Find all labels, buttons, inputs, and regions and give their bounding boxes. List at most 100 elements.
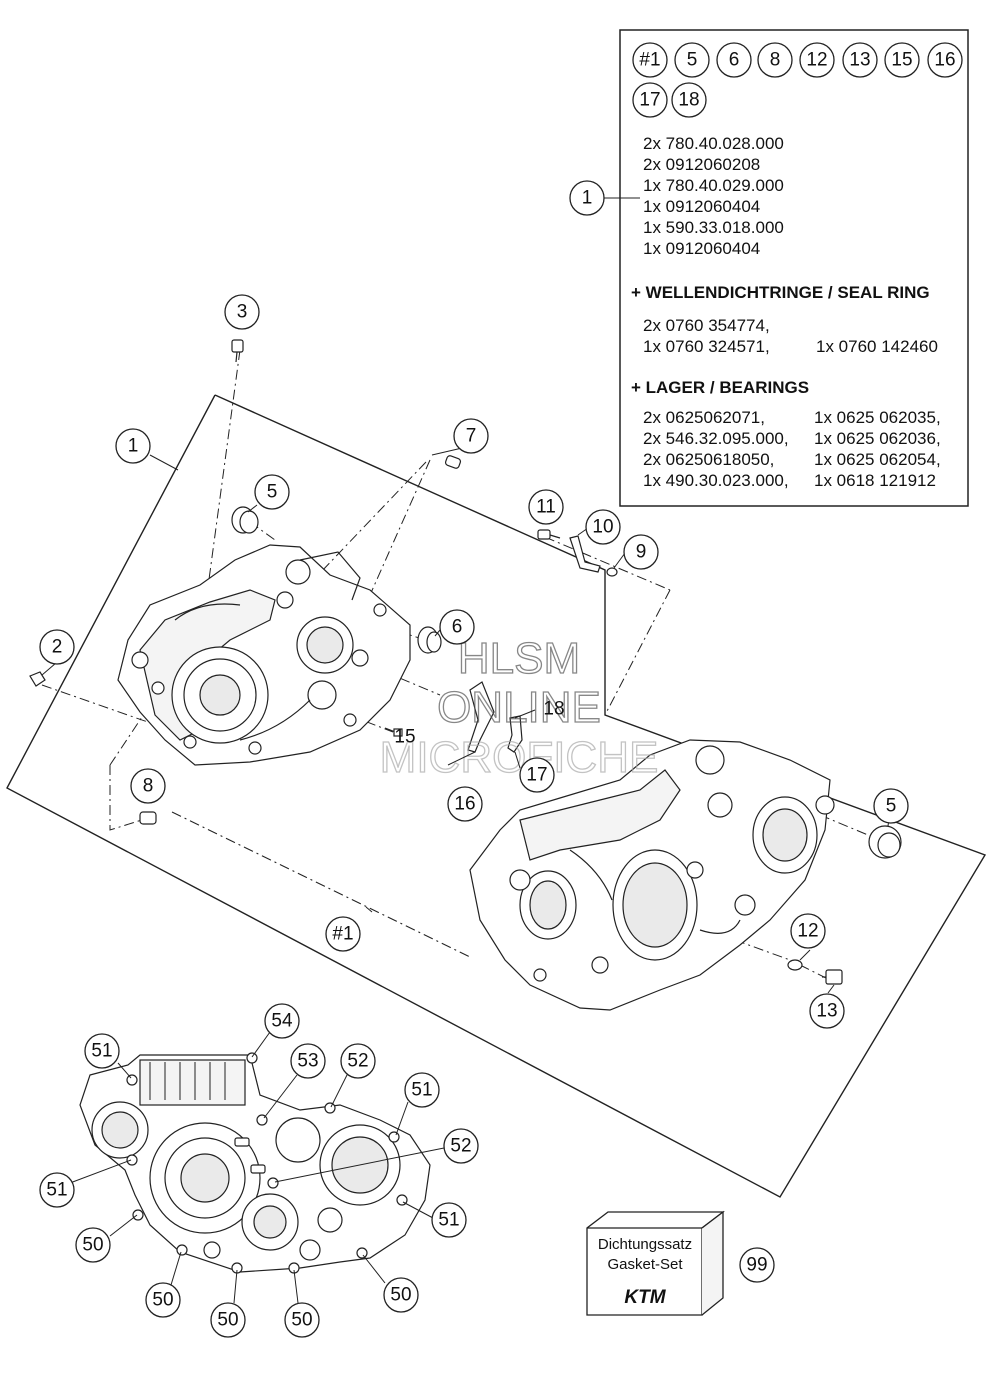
set-marker[interactable]: 16: [927, 42, 963, 78]
set-marker[interactable]: 12: [799, 42, 835, 78]
svg-text:50: 50: [390, 1285, 411, 1306]
callout-8[interactable]: 8: [130, 768, 166, 804]
svg-text:16: 16: [934, 50, 955, 71]
callout-10[interactable]: 10: [585, 509, 621, 545]
set-marker[interactable]: 5: [674, 42, 710, 78]
set-marker[interactable]: 8: [757, 42, 793, 78]
callout-13[interactable]: 13: [809, 993, 845, 1029]
seal-ring-item: 2x 0760 354774,: [643, 316, 770, 335]
small-parts: [29, 339, 902, 985]
svg-text:10: 10: [592, 517, 613, 538]
callout-17[interactable]: 17: [519, 757, 555, 793]
svg-text:6: 6: [452, 617, 463, 638]
set-marker[interactable]: 17: [632, 82, 668, 118]
svg-text:50: 50: [82, 1235, 103, 1256]
callout-5-left[interactable]: 5: [254, 474, 290, 510]
callout-1-box[interactable]: 1: [569, 180, 605, 216]
bearing-part-6: [417, 626, 442, 654]
svg-text:11: 11: [536, 497, 556, 518]
screw-part-3: [231, 339, 244, 363]
callout-9[interactable]: 9: [623, 534, 659, 570]
bearing-item: 1x 0625 062036,: [814, 429, 941, 448]
callout-52-top[interactable]: 52: [340, 1043, 376, 1079]
callout-3[interactable]: 3: [224, 294, 260, 330]
svg-text:50: 50: [217, 1310, 238, 1331]
pipe-part-16: [467, 681, 495, 753]
parts-list-item: 2x 0912060208: [643, 155, 760, 174]
watermark-line-2: ONLINE: [437, 683, 601, 732]
watermark-line-1: HLSM: [458, 634, 580, 683]
callout-15[interactable]: 15: [388, 720, 422, 754]
watermark-line-3: MICROFICHE: [380, 733, 659, 782]
callouts: 3 1 7 5 2 6 11 10 9 18 15 17 16 8 5 12 1…: [39, 294, 909, 1338]
callout-set-1[interactable]: #1: [325, 916, 361, 952]
parts-list-item: 1x 0912060404: [643, 239, 760, 258]
svg-text:15: 15: [891, 50, 912, 71]
bearings-heading: + LAGER / BEARINGS: [631, 378, 809, 397]
screw-part-15: [384, 727, 403, 737]
bolt-heads: [126, 1052, 408, 1274]
set-marker[interactable]: 6: [716, 42, 752, 78]
set-marker[interactable]: #1: [632, 42, 668, 78]
callout-16[interactable]: 16: [447, 786, 483, 822]
callout-51-right[interactable]: 51: [431, 1202, 467, 1238]
svg-text:3: 3: [237, 302, 248, 323]
svg-text:9: 9: [636, 542, 647, 563]
callout-50-bottom-4[interactable]: 50: [383, 1277, 419, 1313]
svg-text:8: 8: [770, 50, 781, 71]
parts-list: 2x 780.40.028.000 2x 0912060208 1x 780.4…: [643, 134, 784, 258]
callout-2[interactable]: 2: [39, 629, 75, 665]
callout-52-right[interactable]: 52: [443, 1128, 479, 1164]
svg-text:5: 5: [267, 482, 278, 503]
callout-51-top-right[interactable]: 51: [404, 1072, 440, 1108]
callout-99[interactable]: 99: [739, 1247, 775, 1283]
callout-11[interactable]: 11: [528, 489, 564, 525]
callout-50-bottom-1[interactable]: 50: [145, 1282, 181, 1318]
set-marker[interactable]: 18: [671, 82, 707, 118]
callout-5-right[interactable]: 5: [873, 788, 909, 824]
bearing-item: 1x 490.30.023.000,: [643, 471, 789, 490]
parts-list-item: 1x 590.33.018.000: [643, 218, 784, 237]
svg-text:6: 6: [729, 50, 740, 71]
svg-text:16: 16: [454, 794, 475, 815]
svg-text:51: 51: [411, 1080, 432, 1101]
parts-list-item: 1x 0912060404: [643, 197, 760, 216]
callout-7[interactable]: 7: [453, 418, 489, 454]
set-marker[interactable]: 13: [842, 42, 878, 78]
callout-1[interactable]: 1: [115, 428, 151, 464]
svg-text:17: 17: [639, 90, 660, 111]
plug-part-13: [822, 969, 843, 985]
callout-53[interactable]: 53: [290, 1043, 326, 1079]
set-marker[interactable]: 15: [884, 42, 920, 78]
seal-ring-item: 1x 0760 142460: [816, 337, 938, 356]
svg-text:12: 12: [797, 921, 818, 942]
svg-text:5: 5: [687, 50, 698, 71]
svg-text:5: 5: [886, 796, 897, 817]
bearings-list: 2x 0625062071, 1x 0625 062035, 2x 546.32…: [643, 408, 941, 490]
right-crankcase-half: [469, 739, 835, 1011]
callout-6[interactable]: 6: [439, 609, 475, 645]
callout-54[interactable]: 54: [264, 1003, 300, 1039]
seal-ring-heading: + WELLENDICHTRINGE / SEAL RING: [631, 283, 930, 302]
parts-list-item: 1x 780.40.029.000: [643, 176, 784, 195]
callout-18[interactable]: 18: [537, 692, 571, 726]
svg-text:53: 53: [297, 1051, 318, 1072]
screw-part-2: [29, 671, 46, 687]
callout-12[interactable]: 12: [790, 913, 826, 949]
svg-text:52: 52: [347, 1051, 368, 1072]
seal-ring-list: 2x 0760 354774, 1x 0760 324571, 1x 0760 …: [643, 316, 938, 356]
svg-text:1: 1: [128, 436, 139, 457]
parts-list-item: 2x 780.40.028.000: [643, 134, 784, 153]
callout-50-left[interactable]: 50: [75, 1227, 111, 1263]
svg-text:51: 51: [91, 1041, 112, 1062]
callout-51-top-left[interactable]: 51: [84, 1033, 120, 1069]
seal-ring-item: 1x 0760 324571,: [643, 337, 770, 356]
callout-51-left[interactable]: 51: [39, 1172, 75, 1208]
bearing-item: 1x 0625 062035,: [814, 408, 941, 427]
bearing-item: 2x 546.32.095.000,: [643, 429, 789, 448]
bracket-part-10: [569, 535, 601, 573]
callout-50-bottom-2[interactable]: 50: [210, 1302, 246, 1338]
callout-50-bottom-3[interactable]: 50: [284, 1302, 320, 1338]
svg-text:54: 54: [271, 1011, 293, 1032]
